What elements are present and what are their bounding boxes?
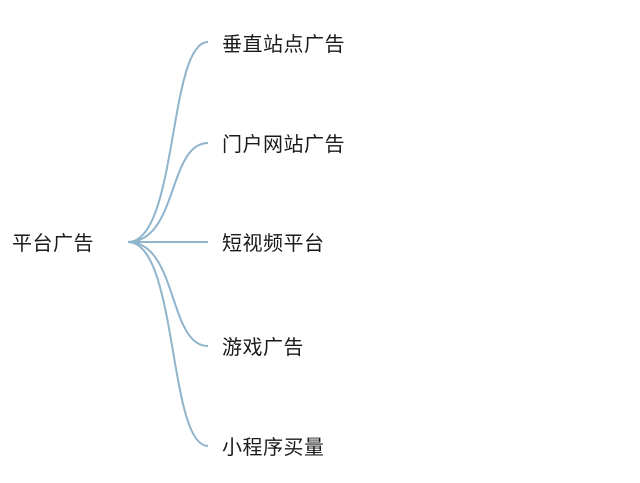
child-node-label: 游戏广告 — [222, 335, 304, 359]
branch-line-2 — [127, 142, 209, 243]
child-node-label: 垂直站点广告 — [222, 32, 345, 56]
child-node-label: 小程序买量 — [222, 435, 325, 459]
branch-line-1 — [127, 41, 209, 243]
branch-line-4 — [127, 241, 209, 347]
child-node-label: 门户网站广告 — [222, 132, 345, 156]
child-node-label: 短视频平台 — [222, 231, 325, 255]
root-node-label: 平台广告 — [12, 231, 94, 255]
branch-line-5 — [127, 241, 209, 447]
